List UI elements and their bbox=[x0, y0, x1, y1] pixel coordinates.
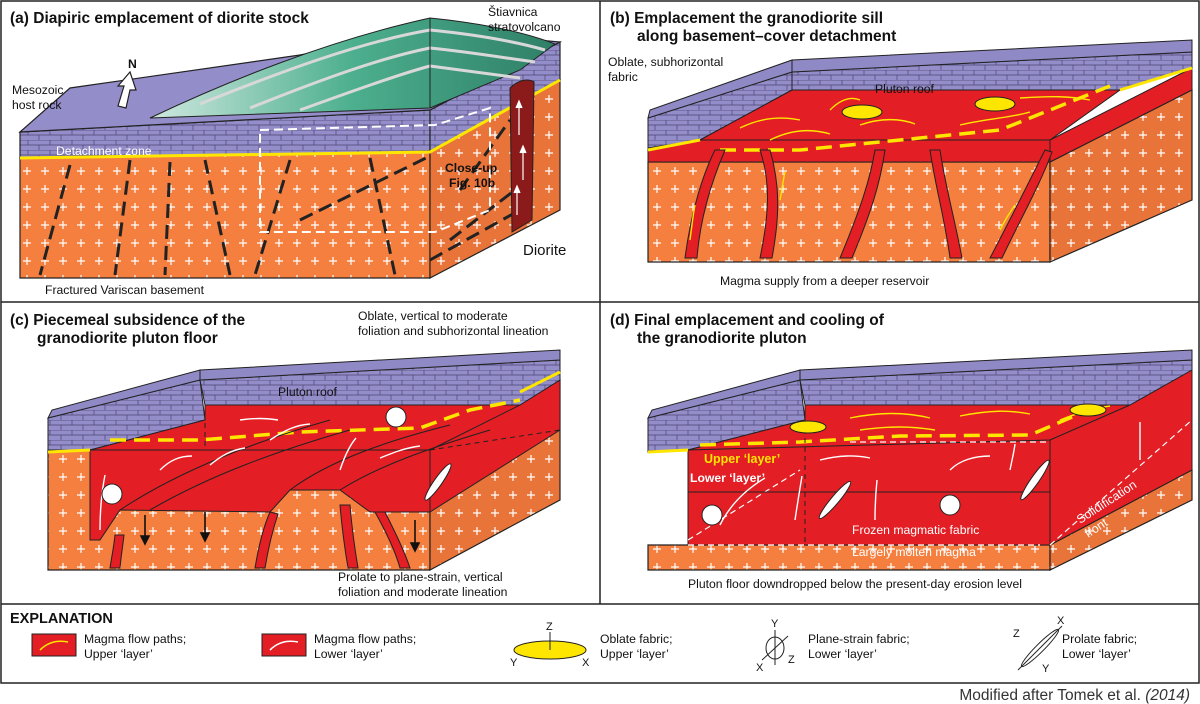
panel-c-strain-icons bbox=[101, 406, 452, 505]
panel-a-fractures bbox=[38, 119, 521, 276]
legend-plane-strain-label-1: Plane-strain fabric; bbox=[808, 632, 910, 646]
panel-a-closeup-box bbox=[259, 106, 491, 233]
panel-c-detachment-left bbox=[47, 448, 91, 454]
panel-b-fabric-1: Oblate, subhorizontal bbox=[608, 55, 723, 69]
legend-prolate-label-1: Prolate fabric; bbox=[1062, 632, 1137, 646]
panel-b-sill-front bbox=[647, 139, 1051, 163]
legend-upper-flow-swatch bbox=[31, 633, 77, 657]
panel-b-title-1: (b) Emplacement the granodiorite sill bbox=[610, 10, 883, 27]
legend-upper-flow-label-1: Magma flow paths; bbox=[84, 632, 186, 646]
panel-c-roof-label: Pluton roof bbox=[278, 385, 338, 399]
legend-upper-flow-label-2: Upper ‘layer’ bbox=[84, 647, 153, 661]
credit-line: Modified after Tomek et al. (2014) bbox=[959, 687, 1190, 704]
panel-d-title-1: (d) Final emplacement and cooling of bbox=[610, 312, 885, 329]
credit-year: (2014) bbox=[1145, 687, 1190, 704]
legend-prolate-axis-y: Y bbox=[1042, 663, 1050, 675]
legend-oblate-label-1: Oblate fabric; bbox=[600, 632, 672, 646]
legend-plane-axis-y: Y bbox=[771, 618, 779, 630]
panel-a-diorite-label: Diorite bbox=[523, 242, 566, 259]
legend-prolate-axis-x: X bbox=[1057, 615, 1065, 627]
panel-a-stratovolcano-1: Štiavnica bbox=[488, 4, 538, 19]
panel-d-detachment-left bbox=[647, 448, 689, 454]
explanation-title: EXPLANATION bbox=[10, 611, 113, 627]
panel-b-title-2: along basement–cover detachment bbox=[637, 28, 896, 45]
panel-b-fabric-2: fabric bbox=[608, 70, 638, 84]
panel-c-oblate-2: foliation and subhorizontal lineation bbox=[358, 324, 548, 338]
panel-d-fabric-boundaries bbox=[687, 419, 1193, 546]
panel-d-lower-layer-label: Lower ‘layer’ bbox=[690, 471, 765, 485]
panel-b-oblate-fabric-icons bbox=[841, 96, 1016, 120]
legend-lower-flow-swatch bbox=[261, 633, 307, 657]
panel-a-host-rock-2: host rock bbox=[12, 98, 62, 112]
panel-d-frozen-label: Frozen magmatic fabric bbox=[852, 523, 979, 537]
north-arrow-icon bbox=[116, 70, 137, 109]
panel-a-closeup-2: Fig. 10b bbox=[449, 176, 495, 190]
panel-a-north-label: N bbox=[128, 57, 137, 71]
panel-a-closeup-1: Close-up bbox=[445, 161, 497, 175]
legend-plane-axis-z: Z bbox=[788, 654, 795, 666]
panel-a-diorite-stock bbox=[509, 79, 535, 233]
panel-c-detachment-right bbox=[519, 370, 561, 394]
panel-a-basement-front bbox=[19, 151, 431, 279]
panel-d-upper-layer-label: Upper ‘layer’ bbox=[704, 452, 780, 466]
legend-oblate-axis-x: X bbox=[582, 657, 590, 669]
credit-text: Modified after Tomek et al. bbox=[959, 687, 1145, 704]
panel-c-dykes bbox=[109, 504, 411, 569]
legend-prolate-axis-z: Z bbox=[1013, 628, 1020, 640]
panel-c-prolate-2: foliation and moderate lineation bbox=[338, 585, 507, 599]
panel-c-upper-boundary bbox=[110, 398, 521, 442]
panel-d-upper-boundary bbox=[699, 403, 1101, 447]
legend-plane-axis-x: X bbox=[756, 662, 764, 674]
legend-plane-strain-label-2: Lower ‘layer’ bbox=[808, 647, 877, 661]
panel-d-title-2: the granodiorite pluton bbox=[637, 330, 807, 347]
panel-d-cover-top bbox=[799, 349, 1193, 381]
panel-a-detachment-label: Detachment zone bbox=[56, 144, 152, 158]
legend-lower-flow-label-2: Lower ‘layer’ bbox=[314, 647, 383, 661]
panel-b: (b) Emplacement the granodiorite sill al… bbox=[608, 10, 1193, 288]
panel-d-molten-label: Largely molten magma bbox=[852, 545, 976, 559]
panel-a-volcano-layers bbox=[199, 28, 546, 112]
panel-b-upper-boundary bbox=[720, 84, 1111, 152]
panel-c-title-2: granodiorite pluton floor bbox=[37, 330, 218, 347]
panel-b-cover-top bbox=[791, 39, 1193, 73]
legend-plane-strain-axis-line-2 bbox=[761, 635, 789, 661]
panel-d-floor-label: Pluton floor downdropped below the prese… bbox=[688, 577, 1022, 591]
panel-b-detachment-line bbox=[647, 138, 701, 152]
legend-lower-flow-label-1: Magma flow paths; bbox=[314, 632, 416, 646]
legend-oblate-label-2: Upper ‘layer’ bbox=[600, 647, 669, 661]
panel-a-host-rock-1: Mesozoic bbox=[12, 83, 63, 97]
legend-prolate-label-2: Lower ‘layer’ bbox=[1062, 647, 1131, 661]
panel-c-title-1: (c) Piecemeal subsidence of the bbox=[10, 312, 246, 329]
legend-oblate-axis-z: Z bbox=[546, 621, 553, 633]
panel-d-flow-arrows bbox=[719, 422, 1141, 526]
explanation-legend: EXPLANATION Magma flow paths; Upper ‘lay… bbox=[10, 611, 1137, 675]
panel-a-diorite-arrows bbox=[513, 99, 527, 215]
panel-c-cover-top bbox=[199, 349, 561, 381]
panel-c-oblate-1: Oblate, vertical to moderate bbox=[358, 309, 508, 323]
panel-a: (a) Diapiric emplacement of diorite stoc… bbox=[10, 4, 566, 297]
legend-prolate-axis-line bbox=[1017, 625, 1063, 671]
panel-b-dykes bbox=[684, 149, 1053, 259]
panel-d-strain-icons bbox=[701, 403, 1107, 526]
panel-a-stratovolcano-2: stratovolcano bbox=[488, 20, 561, 34]
panel-c: (c) Piecemeal subsidence of the granodio… bbox=[10, 309, 561, 599]
legend-lower-flow-arrow-icon bbox=[269, 640, 299, 651]
panel-d-structure-lines bbox=[688, 420, 1050, 545]
panel-d-basement-front bbox=[647, 544, 1051, 571]
panel-b-flow-arrows bbox=[689, 95, 1091, 241]
panel-a-title: (a) Diapiric emplacement of diorite stoc… bbox=[10, 10, 309, 27]
legend-oblate-axis-y: Y bbox=[510, 657, 518, 669]
panel-c-prolate-1: Prolate to plane-strain, vertical bbox=[338, 570, 503, 584]
panel-b-supply-label: Magma supply from a deeper reservoir bbox=[720, 274, 929, 288]
panel-b-roof-label: Pluton roof bbox=[875, 82, 935, 96]
panel-c-flow-arrows bbox=[99, 417, 421, 531]
panel-b-detachment-side bbox=[1119, 66, 1193, 92]
panel-c-subsidence-arrows bbox=[139, 512, 421, 553]
legend-upper-flow-arrow-icon bbox=[39, 640, 69, 651]
panel-d: (d) Final emplacement and cooling of the… bbox=[610, 312, 1193, 591]
panel-a-basement-label: Fractured Variscan basement bbox=[45, 283, 205, 297]
